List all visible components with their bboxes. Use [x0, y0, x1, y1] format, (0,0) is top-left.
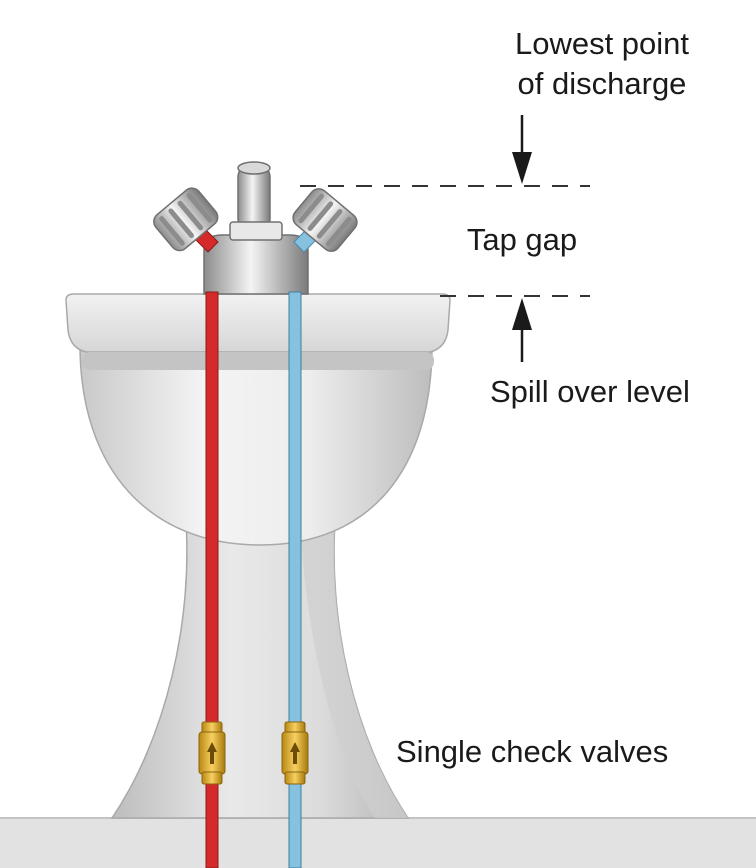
tap-gap-label: Tap gap — [467, 222, 577, 257]
spout-opening — [237, 161, 271, 175]
spill-over-level-label: Spill over level — [490, 374, 690, 409]
cold-tap-handle-icon — [292, 188, 358, 252]
lowest-point-label-line1: Lowest point — [515, 26, 689, 61]
bowl-rim — [65, 293, 451, 353]
hot-check-valve-icon — [198, 721, 226, 785]
spout-icon — [237, 164, 271, 232]
discharge-arrow-icon — [512, 115, 532, 184]
tap-collar — [229, 221, 283, 241]
bowl-rim-shadow — [82, 352, 434, 370]
pedestal-shadow — [300, 508, 408, 818]
spill-over-arrow-icon — [512, 298, 532, 362]
lowest-point-label-line2: of discharge — [518, 66, 687, 101]
tap-body — [203, 234, 309, 295]
single-check-valves-label: Single check valves — [396, 734, 668, 769]
floor — [0, 818, 756, 868]
cold-check-valve-icon — [281, 721, 309, 785]
bowl-body — [79, 344, 433, 546]
hot-tap-handle-icon — [153, 187, 219, 252]
